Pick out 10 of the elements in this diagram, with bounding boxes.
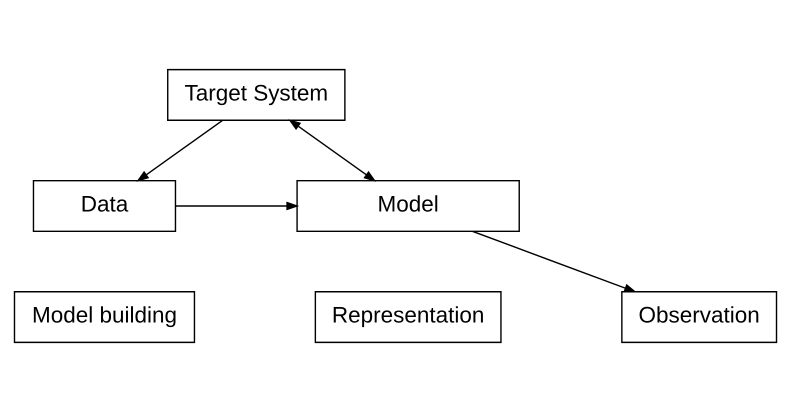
node-box: Model: [296, 180, 520, 232]
node-box: Representation: [314, 291, 502, 344]
node-box: Observation: [621, 291, 778, 344]
arrow: [472, 230, 637, 292]
arrow: [176, 202, 300, 210]
arrow: [136, 120, 224, 182]
node-box: Data: [32, 180, 176, 232]
arrow: [288, 119, 376, 182]
node-box: Target System: [167, 68, 346, 121]
node-box: Model building: [14, 291, 196, 344]
